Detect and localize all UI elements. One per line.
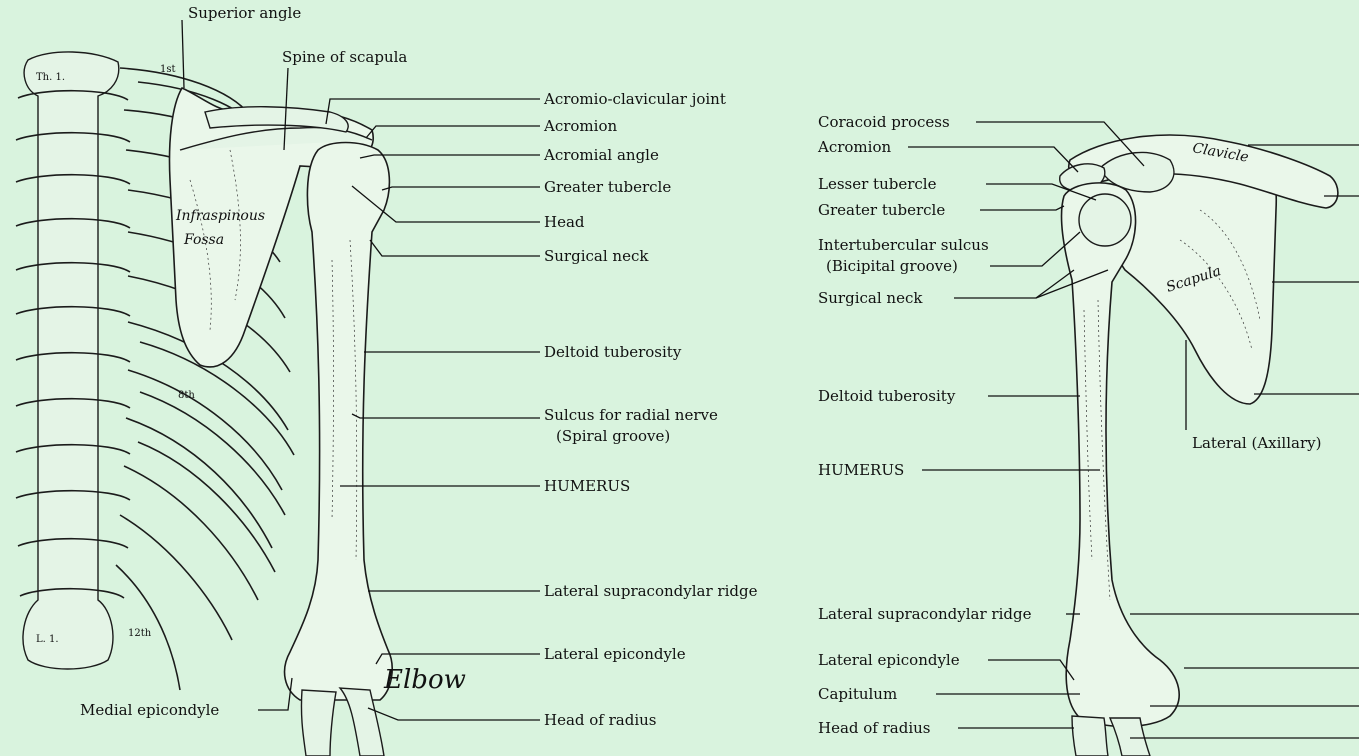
label-acromion-left: Acromion xyxy=(543,117,617,135)
label-head: Head xyxy=(544,213,585,231)
fossa-label: Fossa xyxy=(183,232,224,248)
label-coracoid-process: Coracoid process xyxy=(818,113,950,131)
label-humerus-right: HUMERUS xyxy=(818,461,904,479)
label-head-of-radius-right: Head of radius xyxy=(818,719,931,737)
label-humerus-left: HUMERUS xyxy=(544,477,630,495)
label-deltoid-tuberosity-right: Deltoid tuberosity xyxy=(818,387,956,405)
label-superior-angle: Superior angle xyxy=(188,4,301,22)
l1-label: L. 1. xyxy=(36,634,59,645)
label-lateral-epicondyle-left: Lateral epicondyle xyxy=(544,645,686,663)
rib8-label: 8th xyxy=(178,390,195,401)
label-lateral-epicondyle-right: Lateral epicondyle xyxy=(818,651,960,669)
humerus-posterior xyxy=(285,143,393,701)
label-lateral-supracondylar-ridge-right: Lateral supracondylar ridge xyxy=(818,605,1032,623)
rib1-label: 1st xyxy=(160,64,176,75)
label-greater-tubercle-left: Greater tubercle xyxy=(544,178,671,196)
label-acromial-angle: Acromial angle xyxy=(543,146,659,164)
rib12-label: 12th xyxy=(128,628,152,639)
label-deltoid-tuberosity-left: Deltoid tuberosity xyxy=(544,343,682,361)
elbow-handwritten: Elbow xyxy=(383,665,466,695)
label-greater-tubercle-right: Greater tubercle xyxy=(818,201,945,219)
label-intertubercular-sulcus: Intertubercular sulcus xyxy=(818,236,989,254)
label-sulcus-radial-nerve: Sulcus for radial nerve xyxy=(544,406,718,424)
label-surgical-neck-right: Surgical neck xyxy=(818,289,923,307)
label-medial-epicondyle: Medial epicondyle xyxy=(80,701,219,719)
vertebral-column xyxy=(16,52,130,669)
label-lateral-supracondylar-ridge-left: Lateral supracondylar ridge xyxy=(544,582,758,600)
infraspinous-label: Infraspinous xyxy=(175,208,265,224)
label-spiral-groove: (Spiral groove) xyxy=(556,427,670,445)
label-lesser-tubercle: Lesser tubercle xyxy=(818,175,937,193)
label-head-of-radius-left: Head of radius xyxy=(544,711,657,729)
label-acromion-right: Acromion xyxy=(817,138,891,156)
label-bicipital-groove: (Bicipital groove) xyxy=(826,257,958,275)
th1-label: Th. 1. xyxy=(36,72,65,83)
forearm-anterior xyxy=(1072,716,1150,756)
label-spine-of-scapula: Spine of scapula xyxy=(282,48,407,66)
label-lateral-axillary: Lateral (Axillary) xyxy=(1192,434,1321,452)
label-capitulum: Capitulum xyxy=(818,685,897,703)
label-acromio-clavicular-joint: Acromio-clavicular joint xyxy=(543,90,726,108)
label-surgical-neck-left: Surgical neck xyxy=(544,247,649,265)
